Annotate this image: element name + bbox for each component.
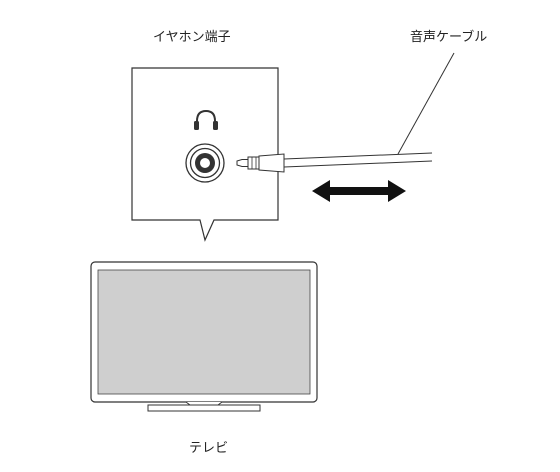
television [90, 261, 318, 412]
tv-label: テレビ [189, 441, 229, 456]
headphone-icon [194, 109, 218, 130]
cable-leader-line [397, 52, 455, 155]
tv-stand-base [147, 404, 261, 412]
audio-cable [236, 152, 433, 173]
audio-cable-label: 音声ケーブル [410, 30, 488, 45]
double-arrow-icon [312, 180, 406, 202]
audio-jack-icon [185, 143, 225, 183]
tv-screen [97, 269, 311, 395]
earphone-jack-label: イヤホン端子 [153, 30, 231, 45]
